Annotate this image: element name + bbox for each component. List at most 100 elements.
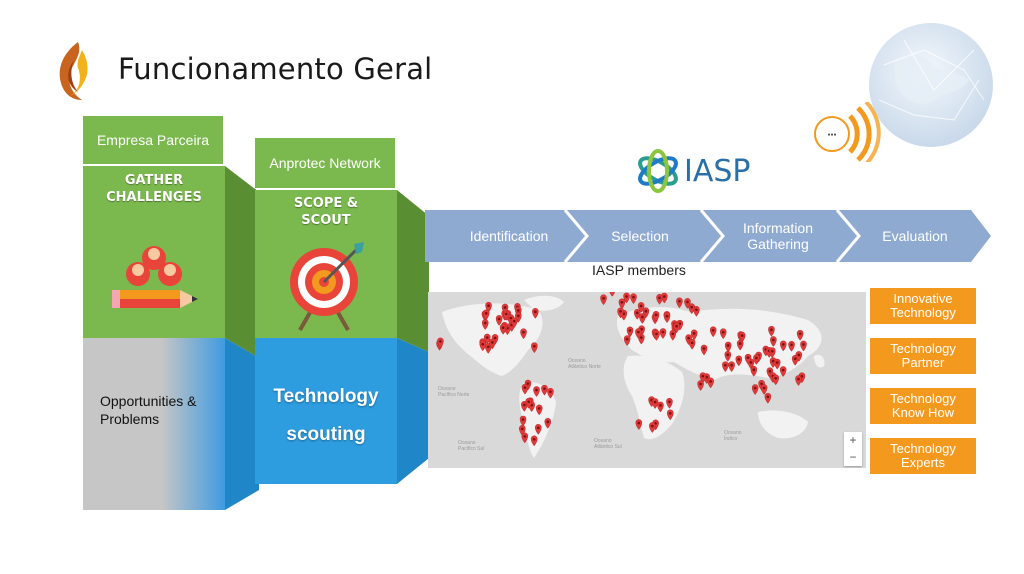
- map-pin-dot: [493, 336, 497, 340]
- map-pin-icon[interactable]: [484, 343, 492, 354]
- map-pin-icon[interactable]: [728, 361, 735, 373]
- map-pin-icon[interactable]: [769, 347, 776, 359]
- map-pin-icon[interactable]: [770, 336, 777, 347]
- map-pin-icon[interactable]: [482, 309, 490, 321]
- map-pin-icon[interactable]: [623, 292, 630, 304]
- map-pin-icon[interactable]: [744, 353, 752, 365]
- map-pin-icon[interactable]: [481, 319, 489, 330]
- map-pin-icon[interactable]: [437, 337, 444, 349]
- map-pin-icon[interactable]: [532, 308, 539, 319]
- map-pin-dot: [668, 400, 671, 404]
- zoom-control[interactable]: + −: [844, 432, 862, 466]
- svg-text:Oceano: Oceano: [568, 358, 586, 364]
- map-pin-icon[interactable]: [769, 357, 777, 369]
- map-pin-icon[interactable]: [707, 377, 714, 389]
- map-pin-icon[interactable]: [722, 361, 729, 373]
- map-pin-icon[interactable]: [764, 392, 772, 404]
- map-pin-icon[interactable]: [530, 435, 538, 447]
- zoom-out-button[interactable]: −: [849, 450, 857, 464]
- map-pin-icon[interactable]: [501, 303, 509, 315]
- map-pin-icon[interactable]: [483, 333, 491, 345]
- map-pin-icon[interactable]: [768, 325, 775, 337]
- map-pin-icon[interactable]: [750, 365, 758, 377]
- map-pin-icon[interactable]: [738, 331, 746, 343]
- map-pin-dot: [695, 308, 698, 312]
- map-pin-icon[interactable]: [667, 409, 674, 421]
- map-pin-icon[interactable]: [635, 419, 643, 430]
- map-pin-icon[interactable]: [753, 354, 760, 365]
- map-pin-icon[interactable]: [653, 330, 660, 341]
- map-pin-icon[interactable]: [795, 375, 802, 386]
- map-pin-dot: [521, 418, 525, 421]
- map-pin-icon[interactable]: [649, 422, 656, 433]
- map-pin-icon[interactable]: [623, 335, 631, 346]
- target-arrow-icon: [290, 242, 364, 331]
- map-pin-icon[interactable]: [676, 297, 683, 309]
- map-pin-icon[interactable]: [521, 383, 529, 395]
- map-pin-icon[interactable]: [724, 341, 732, 353]
- map-pin-icon[interactable]: [663, 312, 671, 324]
- map-pin-icon[interactable]: [796, 329, 804, 341]
- map-pin-icon[interactable]: [544, 418, 552, 429]
- map-pin-dot: [625, 337, 629, 341]
- map-pin-icon[interactable]: [780, 340, 787, 352]
- map-pin-icon[interactable]: [673, 322, 680, 334]
- map-pin-icon[interactable]: [609, 292, 615, 297]
- map-pin-icon[interactable]: [693, 306, 700, 317]
- map-pin-icon[interactable]: [499, 323, 507, 335]
- map-pin-icon[interactable]: [669, 330, 677, 341]
- map-pin-icon[interactable]: [521, 432, 529, 444]
- map-pin-icon[interactable]: [652, 311, 660, 322]
- map-pin-icon[interactable]: [684, 298, 691, 309]
- map-pin-icon[interactable]: [535, 404, 543, 416]
- map-pin-icon[interactable]: [479, 340, 487, 352]
- map-pin-icon[interactable]: [657, 401, 664, 413]
- map-pin-icon[interactable]: [618, 298, 626, 310]
- map-pin-icon[interactable]: [630, 293, 637, 305]
- chevron-shape: [561, 210, 723, 262]
- map-pin-icon[interactable]: [510, 317, 518, 329]
- map-pin-icon[interactable]: [541, 384, 548, 396]
- map-pin-icon[interactable]: [531, 342, 538, 354]
- map-pin-icon[interactable]: [688, 339, 696, 350]
- map-pin-icon[interactable]: [639, 313, 646, 324]
- map-pin-icon[interactable]: [495, 315, 503, 326]
- map-pin-icon[interactable]: [666, 398, 673, 409]
- map-pin-icon[interactable]: [772, 374, 779, 386]
- map-pin-dot: [690, 341, 694, 345]
- map-pin-dot: [486, 345, 490, 349]
- map-pin-icon[interactable]: [626, 326, 634, 338]
- map-pin-icon[interactable]: [779, 366, 787, 377]
- map-pin-icon[interactable]: [520, 328, 527, 340]
- map-pin-icon[interactable]: [600, 294, 607, 306]
- map-pin-icon[interactable]: [697, 380, 704, 391]
- map-pin-icon[interactable]: [656, 294, 663, 305]
- map-pin-icon[interactable]: [700, 344, 708, 356]
- map-pin-icon[interactable]: [760, 384, 768, 395]
- map-pin-icon[interactable]: [688, 303, 695, 315]
- map-pin-icon[interactable]: [489, 338, 496, 350]
- map-pin-icon[interactable]: [617, 307, 624, 319]
- map-pin-icon[interactable]: [709, 326, 717, 338]
- map-pin-icon[interactable]: [519, 415, 527, 427]
- map-pin-icon[interactable]: [690, 329, 698, 341]
- map-pin-icon[interactable]: [751, 384, 759, 395]
- map-pin-icon[interactable]: [735, 355, 743, 367]
- map-pin-icon[interactable]: [719, 328, 727, 340]
- map-pin-icon[interactable]: [535, 424, 542, 435]
- map-pin-icon[interactable]: [547, 387, 554, 399]
- map-pin-icon[interactable]: [525, 397, 532, 409]
- map-pin-icon[interactable]: [795, 351, 803, 362]
- map-pin-dot: [521, 427, 524, 431]
- map-pin-icon[interactable]: [659, 328, 667, 339]
- zoom-in-button[interactable]: +: [849, 433, 857, 447]
- map-pin-icon[interactable]: [635, 328, 642, 339]
- map-pin-icon[interactable]: [800, 340, 807, 352]
- map-pin-icon[interactable]: [533, 386, 540, 397]
- map-pin-icon[interactable]: [788, 341, 795, 352]
- map-pin-dot: [651, 424, 654, 428]
- map-pin-icon[interactable]: [699, 372, 707, 384]
- map-pin-icon[interactable]: [521, 401, 528, 412]
